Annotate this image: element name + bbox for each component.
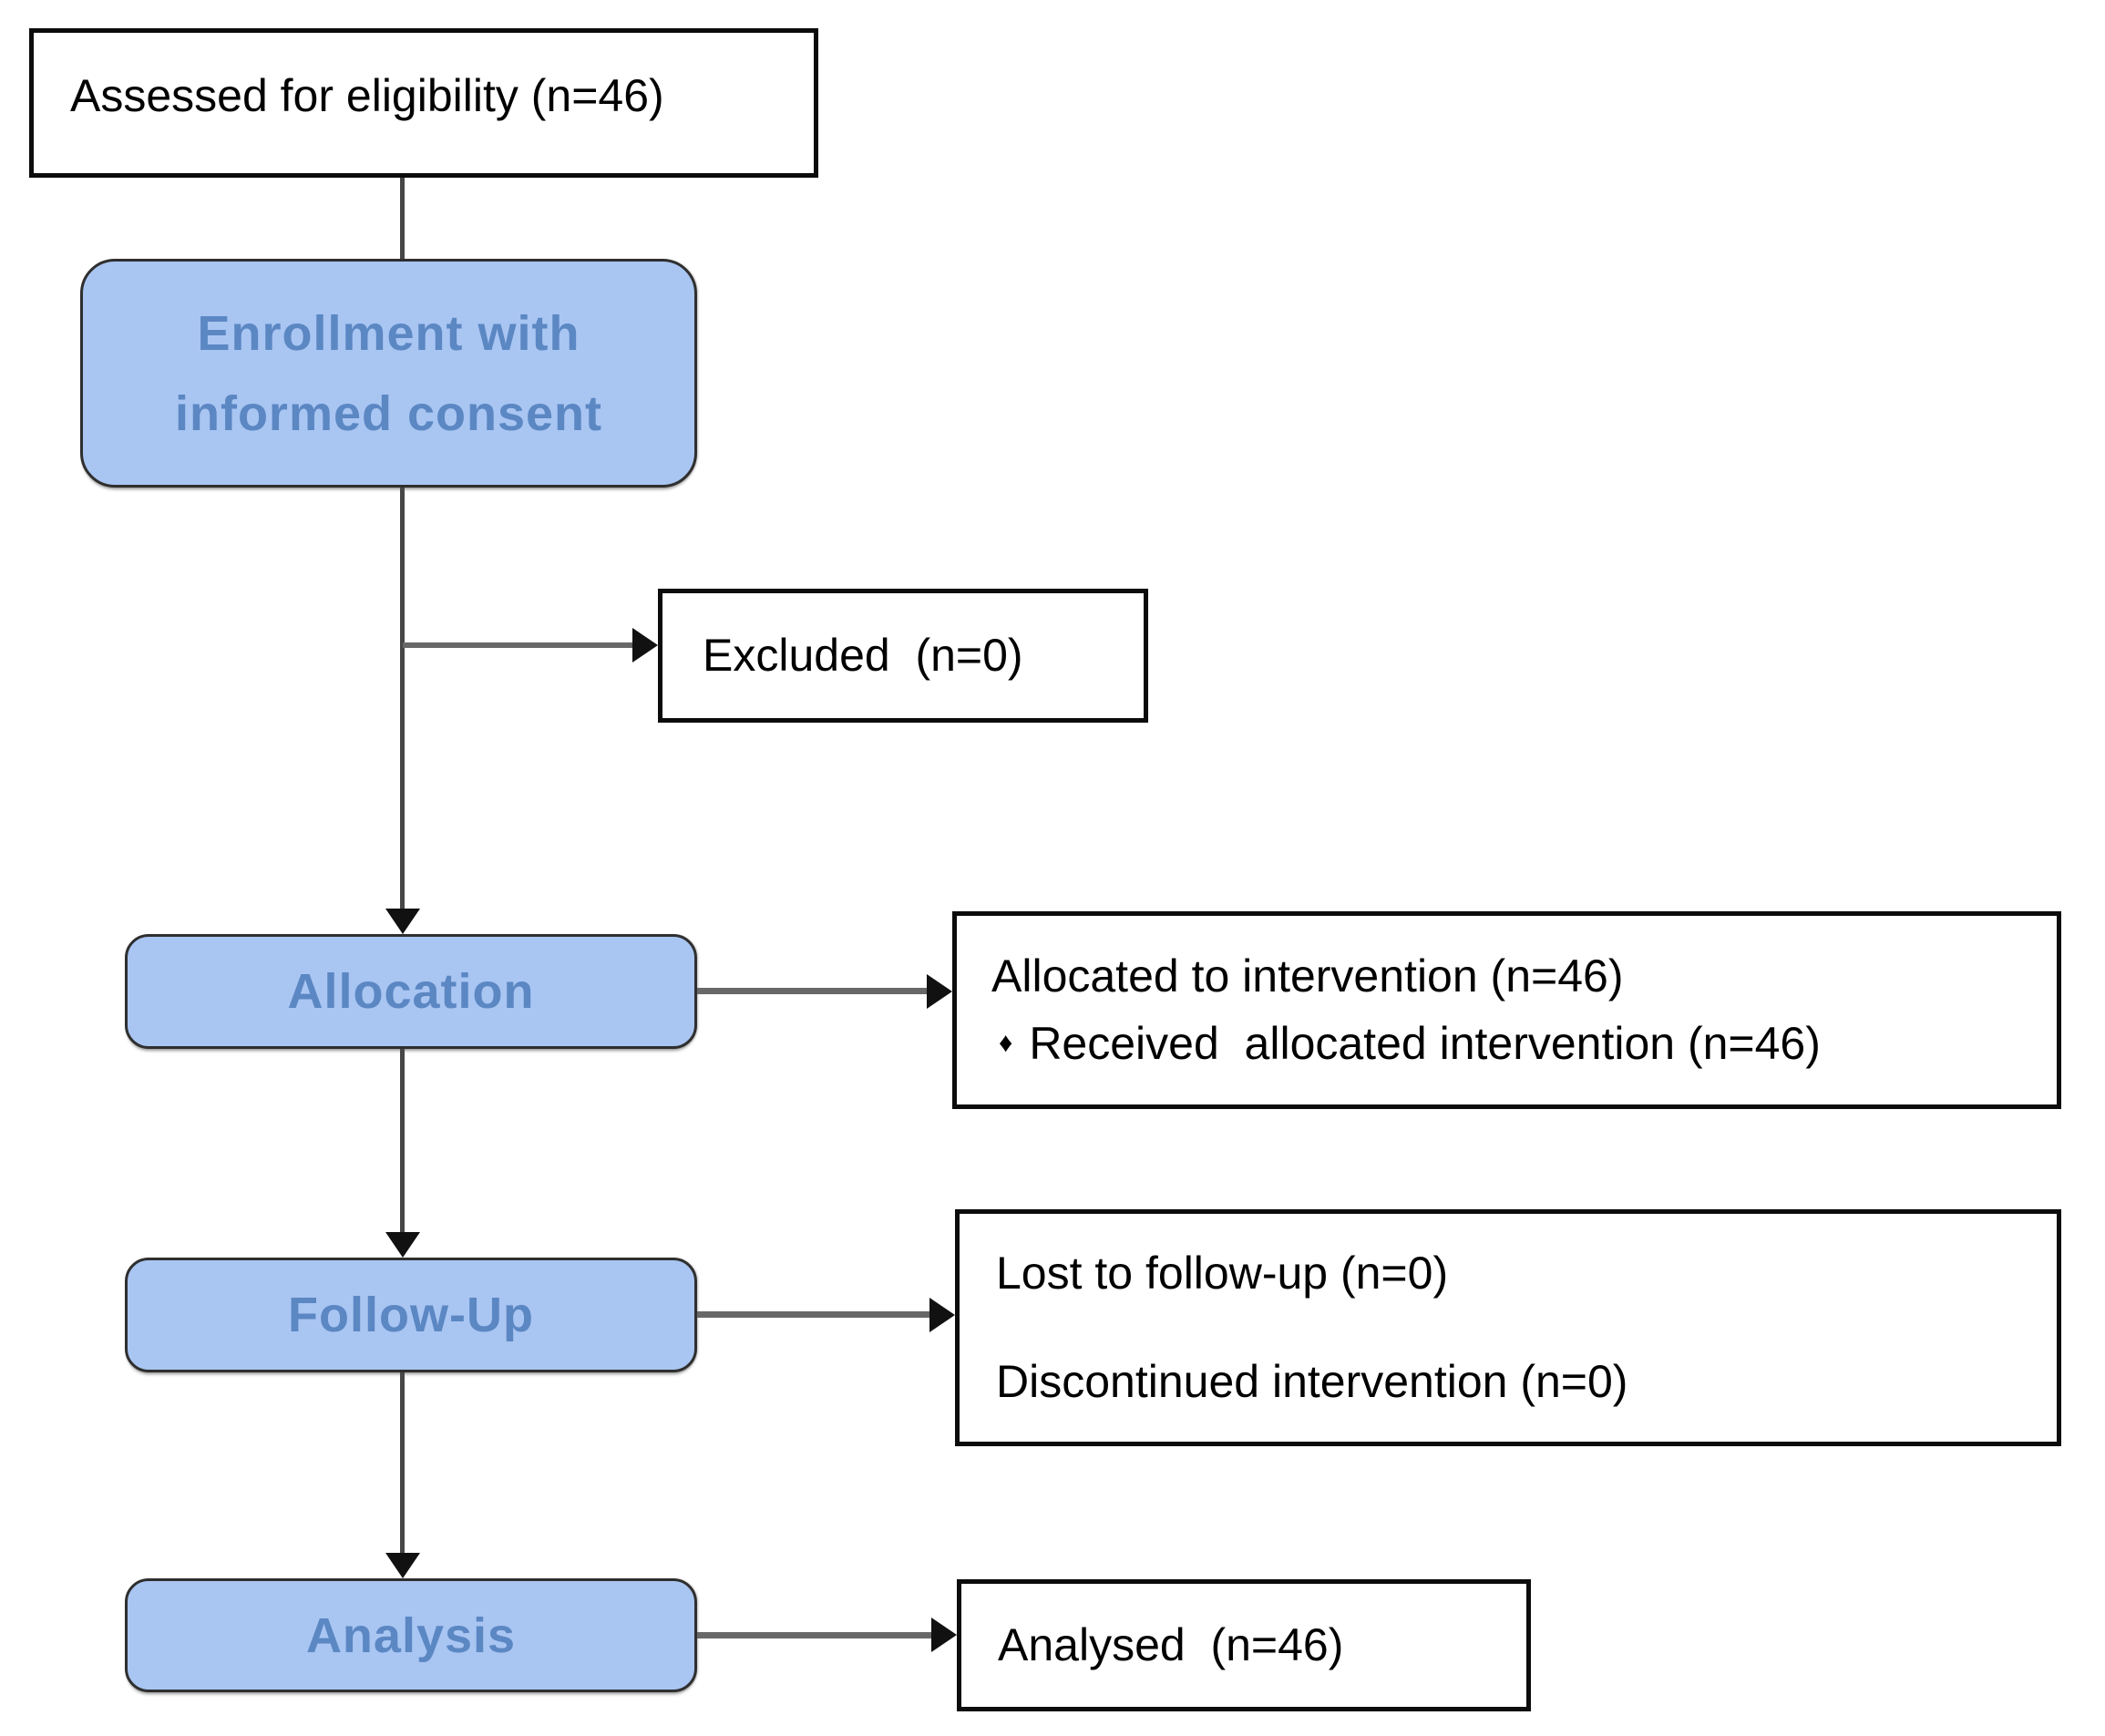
analysed-label: Analysed (n=46) — [998, 1618, 1344, 1670]
connector-allocation-to-allocated — [697, 988, 927, 994]
follow-up-stage-box: Follow-Up — [125, 1258, 697, 1372]
arrowhead-into-analysed-icon — [931, 1618, 957, 1652]
analysis-label: Analysis — [305, 1608, 517, 1663]
allocation-label: Allocation — [287, 964, 535, 1019]
arrowhead-into-allocation-icon — [385, 909, 420, 934]
allocated-line2-row: ♦ Received allocated intervention (n=46) — [991, 1018, 2057, 1071]
enrollment-label-line1: Enrollment with — [197, 305, 580, 361]
arrowhead-into-followup-icon — [385, 1232, 420, 1258]
lost-to-follow-up-box: Lost to follow-up (n=0) Discontinued int… — [955, 1209, 2061, 1446]
diamond-bullet-icon: ♦ — [999, 1028, 1013, 1059]
lost-line1: Lost to follow-up (n=0) — [996, 1247, 1449, 1299]
connector-allocation-to-followup — [400, 1049, 405, 1232]
lost-line2: Discontinued intervention (n=0) — [996, 1356, 1628, 1407]
arrowhead-into-excluded-icon — [632, 628, 658, 663]
arrowhead-into-analysis-icon — [385, 1553, 420, 1578]
enrollment-stage-box: Enrollment with informed consent — [80, 259, 697, 488]
connector-followup-to-lost — [697, 1311, 929, 1318]
connector-analysis-to-analysed — [697, 1632, 931, 1638]
arrowhead-into-allocated-icon — [927, 974, 952, 1009]
analysed-box: Analysed (n=46) — [957, 1579, 1531, 1711]
connector-assessed-to-enrollment — [400, 178, 405, 259]
arrowhead-into-lost-icon — [929, 1298, 955, 1332]
excluded-box: Excluded (n=0) — [658, 589, 1148, 723]
connector-enrollment-to-allocation — [400, 488, 405, 909]
allocated-line2: Received allocated intervention (n=46) — [1029, 1017, 1821, 1069]
follow-up-label: Follow-Up — [288, 1288, 534, 1342]
allocated-to-intervention-box: Allocated to intervention (n=46) ♦ Receiv… — [952, 911, 2061, 1109]
allocation-stage-box: Allocation — [125, 934, 697, 1049]
assessed-label: Assessed for eligibility (n=46) — [70, 70, 664, 122]
excluded-label: Excluded (n=0) — [703, 629, 1023, 681]
assessed-for-eligibility-box: Assessed for eligibility (n=46) — [29, 28, 818, 178]
enrollment-label-line2: informed consent — [174, 385, 603, 441]
connector-followup-to-analysis — [400, 1372, 405, 1553]
analysis-stage-box: Analysis — [125, 1578, 697, 1692]
allocated-line1: Allocated to intervention (n=46) — [991, 950, 1624, 1002]
connector-branch-to-excluded — [403, 642, 632, 648]
